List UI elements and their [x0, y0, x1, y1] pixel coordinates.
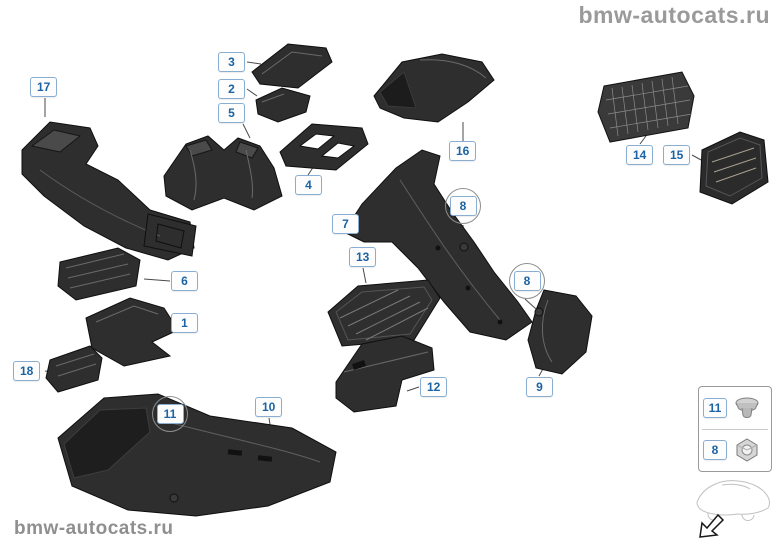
part-18-duct [45, 345, 103, 393]
legend: 11 8 [698, 386, 772, 472]
callout-14[interactable]: 14 [626, 145, 654, 165]
part-16-duct [373, 53, 495, 123]
callout-8[interactable]: 8 [513, 271, 541, 291]
part-17-duct [21, 121, 197, 261]
part-12-duct [335, 335, 435, 413]
callout-12[interactable]: 12 [420, 377, 448, 397]
legend-item-8[interactable]: 8 [699, 430, 771, 472]
callout-18[interactable]: 18 [13, 361, 41, 381]
car-thumbnail [696, 480, 770, 538]
grommet-icon [735, 397, 759, 418]
callout-1[interactable]: 1 [171, 313, 198, 333]
callout-9[interactable]: 9 [526, 377, 553, 397]
legend-item-11[interactable]: 11 [699, 387, 771, 429]
part-2-bracket [255, 87, 311, 123]
part-3-duct [251, 43, 333, 89]
car-outline-sketch [696, 480, 770, 521]
callout-16[interactable]: 16 [449, 141, 477, 161]
part-1-duct [85, 297, 179, 367]
callout-3[interactable]: 3 [218, 52, 245, 72]
callout-7[interactable]: 7 [332, 214, 359, 234]
legend-callout-8[interactable]: 8 [703, 440, 727, 461]
part-9-duct [527, 289, 593, 375]
legend-callout-11[interactable]: 11 [703, 397, 727, 418]
callout-15[interactable]: 15 [663, 145, 691, 165]
part-7-duct [343, 149, 533, 341]
callout-8-ring-1[interactable]: 8 [445, 188, 481, 224]
callout-4[interactable]: 4 [295, 175, 322, 195]
callout-8-ring-2[interactable]: 8 [509, 263, 545, 299]
part-15-vent [699, 131, 769, 205]
part-4-plate [279, 123, 369, 171]
callout-6[interactable]: 6 [171, 271, 198, 291]
callout-11[interactable]: 11 [156, 404, 184, 424]
part-13-grille [327, 279, 441, 347]
callout-2[interactable]: 2 [218, 79, 245, 99]
nut-icon [736, 438, 758, 462]
part-14-grille [597, 71, 695, 143]
watermark-bottom: bmw-autocats.ru [14, 518, 174, 539]
direction-arrow [699, 513, 725, 538]
callout-8[interactable]: 8 [449, 196, 477, 216]
part-5-duct [163, 135, 283, 211]
callout-13[interactable]: 13 [349, 247, 377, 267]
part-10-duct [57, 393, 337, 517]
watermark-top: bmw-autocats.ru [578, 2, 770, 28]
callout-10[interactable]: 10 [255, 397, 283, 417]
fastener-markers [169, 242, 544, 503]
part-6-duct [57, 247, 141, 301]
legend-divider [702, 428, 768, 430]
callout-5[interactable]: 5 [218, 103, 245, 123]
callout-17[interactable]: 17 [30, 77, 58, 97]
callout-11-ring[interactable]: 11 [152, 396, 188, 432]
